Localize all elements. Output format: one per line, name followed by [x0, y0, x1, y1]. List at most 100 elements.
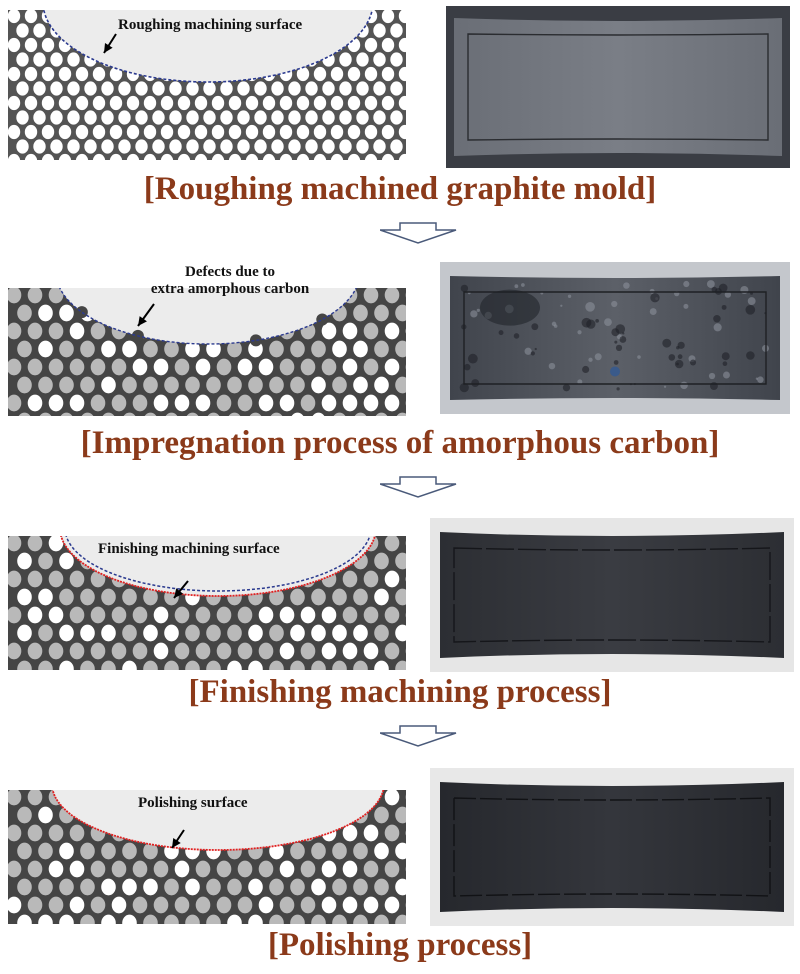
pore	[143, 660, 158, 670]
pore	[330, 95, 344, 111]
pore	[248, 660, 263, 670]
pore	[194, 95, 208, 111]
pore	[164, 660, 179, 670]
pointer-arrow-icon	[174, 588, 184, 598]
pore	[248, 376, 263, 394]
pore	[311, 340, 326, 358]
finishing-mold-photo	[430, 518, 794, 672]
pore	[381, 124, 395, 140]
pore	[17, 304, 32, 322]
pore	[101, 588, 116, 606]
pore	[384, 394, 400, 412]
pore	[206, 878, 221, 896]
pore	[321, 860, 337, 878]
pore	[321, 322, 337, 340]
pore	[185, 878, 200, 896]
pore	[279, 153, 293, 160]
pore	[381, 37, 395, 53]
pointer-arrow-icon	[138, 316, 147, 326]
pore	[364, 124, 378, 140]
pore	[313, 66, 327, 82]
pore	[258, 358, 274, 376]
pore	[342, 896, 358, 914]
pore	[395, 588, 406, 606]
pore	[8, 66, 21, 82]
pore	[41, 153, 55, 160]
pore	[290, 624, 305, 642]
pore	[8, 322, 22, 340]
pore	[216, 642, 232, 660]
pore	[164, 914, 179, 924]
pore	[92, 66, 106, 82]
pore	[111, 642, 127, 660]
pore	[17, 624, 32, 642]
pore	[373, 81, 386, 96]
pore	[8, 790, 22, 806]
pore	[132, 896, 148, 914]
mold-plate	[454, 18, 782, 156]
pore	[342, 570, 358, 588]
pore	[58, 153, 72, 160]
finishing-schematic	[8, 536, 406, 670]
pore	[227, 624, 242, 642]
pore	[48, 860, 64, 878]
pore	[363, 288, 379, 304]
pore	[27, 536, 43, 552]
pore	[27, 570, 43, 588]
pore	[185, 914, 200, 924]
pore	[207, 412, 220, 416]
pore	[300, 896, 316, 914]
pore	[269, 376, 284, 394]
pore	[390, 110, 403, 125]
pore	[356, 110, 369, 125]
pore	[339, 52, 352, 67]
pore	[396, 412, 406, 416]
pore	[300, 358, 316, 376]
pore	[84, 110, 97, 125]
step-1-caption: [Roughing machined graphite mold]	[143, 171, 657, 207]
pore	[132, 860, 148, 878]
pore	[59, 376, 74, 394]
pore	[90, 606, 106, 624]
pore	[59, 588, 74, 606]
pore	[185, 624, 200, 642]
pore	[311, 624, 326, 642]
pore	[353, 660, 368, 670]
pore	[17, 376, 32, 394]
pore	[390, 52, 403, 67]
pore	[48, 896, 64, 914]
pore	[164, 878, 179, 896]
pore	[279, 860, 295, 878]
pore	[111, 896, 127, 914]
pore	[313, 124, 327, 140]
defect-bump	[316, 313, 329, 326]
mold-plate	[440, 532, 784, 658]
pore	[144, 412, 157, 416]
pore	[288, 110, 301, 125]
pore	[395, 878, 406, 896]
pore	[186, 110, 199, 125]
pore	[330, 124, 344, 140]
pore	[80, 914, 95, 924]
pore	[237, 606, 253, 624]
pore	[143, 153, 157, 160]
pore	[27, 322, 43, 340]
pore	[330, 153, 344, 160]
pore	[90, 642, 106, 660]
pore	[374, 806, 389, 824]
pore	[279, 124, 293, 140]
pore	[206, 914, 221, 924]
pore	[271, 81, 284, 96]
pointer-arrow-icon	[104, 42, 113, 53]
pore	[195, 860, 211, 878]
pore	[384, 860, 400, 878]
pore	[177, 153, 191, 160]
pore	[227, 914, 242, 924]
pore	[279, 896, 295, 914]
pore	[375, 412, 388, 416]
pore	[80, 340, 95, 358]
pore	[398, 66, 406, 82]
pore	[90, 322, 106, 340]
pore	[381, 153, 395, 160]
mold-groove	[453, 547, 771, 643]
